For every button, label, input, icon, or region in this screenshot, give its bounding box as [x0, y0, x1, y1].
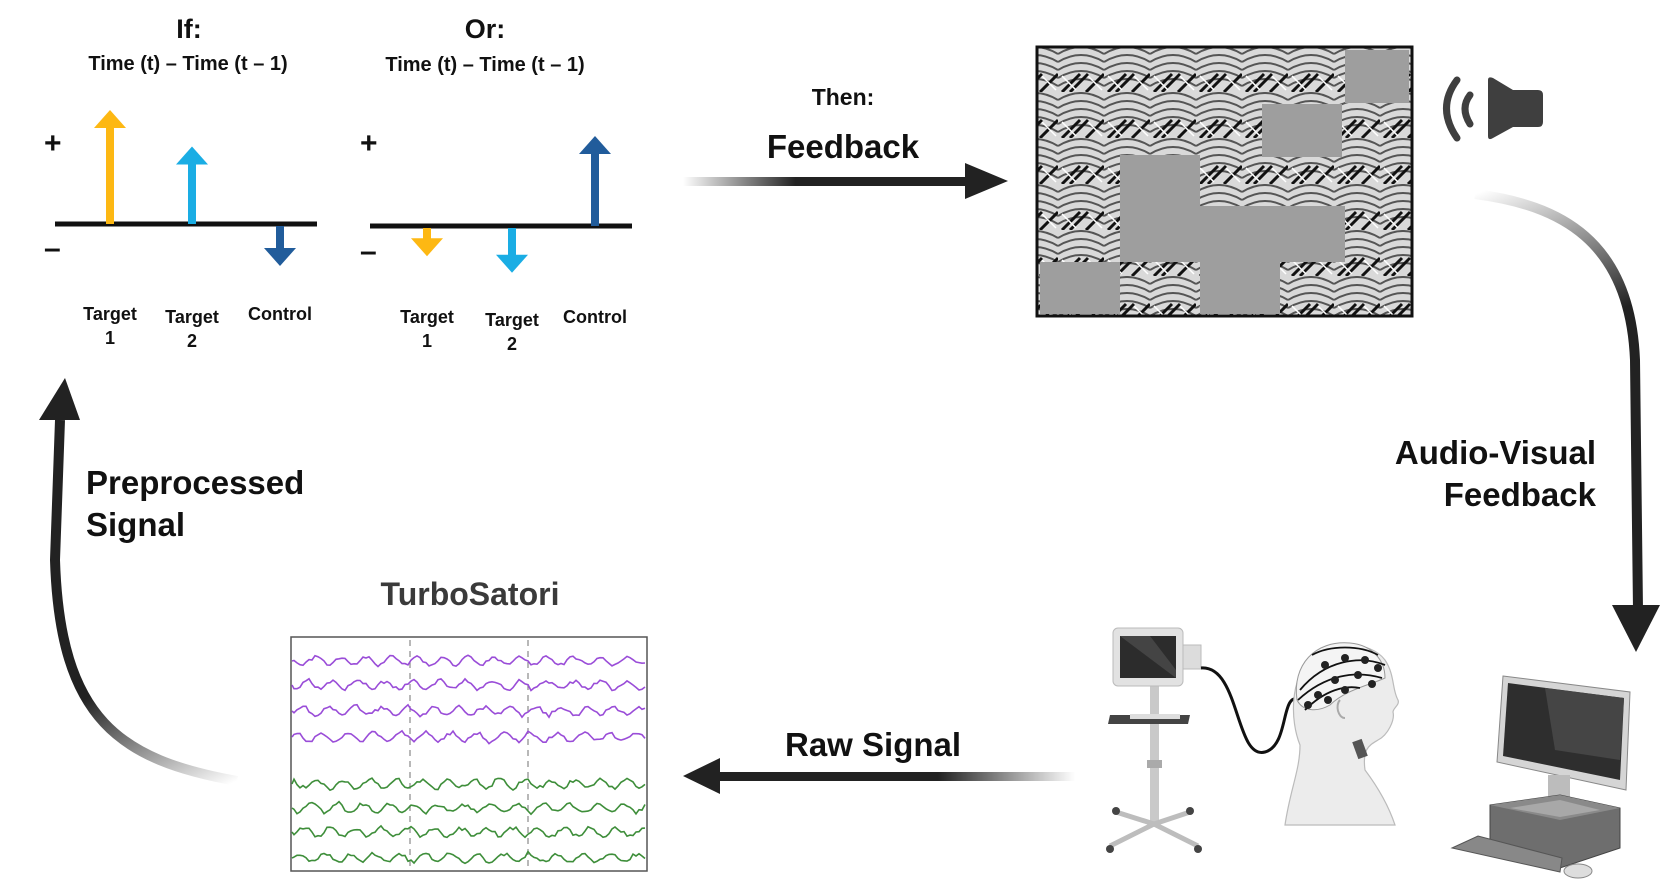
bar-label-line2: 1 [104, 328, 115, 348]
bar-arrow-target-1 [411, 228, 443, 257]
condition-if-title: If: [176, 14, 202, 44]
bar-label: Target 1 [382, 305, 472, 353]
green-eeg-channel [291, 800, 646, 816]
condition-if-subtitle: Time (t) – Time (t – 1) [88, 53, 288, 75]
bar-label-line1: Target [83, 304, 137, 324]
bar-label-line1: Target [485, 310, 539, 330]
bar-label-line2: 2 [506, 334, 517, 354]
condition-if-plus: + [44, 127, 62, 160]
purple-eeg-channel [291, 654, 646, 668]
feedback-arrow [683, 163, 1008, 199]
preprocessed-line1: Preprocessed [86, 464, 305, 501]
participant-head [1284, 642, 1399, 826]
turbosatori-signal-panel [290, 636, 648, 872]
bar-label-line2: 2 [186, 331, 197, 351]
mask-block [1200, 262, 1280, 314]
eeg-amplifier-cart [1106, 627, 1301, 853]
bar-label: Target 2 [467, 308, 557, 356]
feedback-display [1035, 45, 1414, 318]
graph-or [370, 136, 632, 273]
mask-block [1040, 262, 1120, 314]
raw-signal-label: Raw Signal [785, 726, 962, 763]
mask-block [1120, 155, 1200, 262]
mask-block [1262, 104, 1342, 157]
bar-arrow-control [579, 136, 611, 226]
mask-block [1345, 50, 1409, 103]
condition-if-minus: – [44, 232, 61, 265]
purple-eeg-channel [291, 677, 646, 692]
bar-label-line1: Control [563, 307, 627, 327]
raw-signal-arrow [683, 758, 1076, 794]
electrode-cable [1200, 666, 1301, 754]
condition-or-minus: – [360, 235, 377, 268]
bar-label-line1: Target [400, 307, 454, 327]
then-label: Then: [811, 84, 875, 110]
green-eeg-channel [291, 777, 646, 792]
desktop-computer [1450, 675, 1631, 879]
purple-eeg-channel [291, 703, 646, 719]
preprocessed-arrow [39, 378, 238, 786]
condition-or-title: Or: [464, 14, 506, 44]
bar-label-line1: Control [248, 304, 312, 324]
audio-visual-line1: Audio-Visual [1394, 434, 1596, 471]
bar-arrow-control [264, 226, 296, 266]
bar-arrow-target-2 [176, 146, 208, 224]
preprocessed-line2: Signal [86, 506, 186, 543]
bar-label-line1: Target [165, 307, 219, 327]
bar-arrow-target-2 [496, 228, 528, 273]
bar-label: Target 2 [147, 305, 237, 353]
condition-or-plus: + [360, 127, 378, 160]
bar-label: Control [235, 302, 325, 326]
feedback-label: Feedback [766, 128, 920, 165]
audio-visual-line2: Feedback [1443, 476, 1596, 513]
bar-label-line2: 1 [421, 331, 432, 351]
mask-block [1200, 206, 1345, 262]
green-eeg-channel [291, 850, 646, 865]
preprocessed-signal-label: Preprocessed Signal [86, 462, 304, 546]
green-eeg-channel [291, 824, 646, 839]
turbosatori-title: TurboSatori [380, 576, 560, 612]
audio-visual-feedback-label: Audio-Visual Feedback [1340, 432, 1596, 516]
bar-label: Target 1 [65, 302, 155, 350]
graph-if [55, 110, 317, 266]
bar-label: Control [550, 305, 640, 329]
audio-visual-arrow [1474, 189, 1660, 652]
speaker-icon [1443, 76, 1543, 142]
purple-eeg-channel [291, 729, 646, 745]
condition-or-subtitle: Time (t) – Time (t – 1) [385, 54, 585, 76]
bar-arrow-target-1 [94, 110, 126, 224]
